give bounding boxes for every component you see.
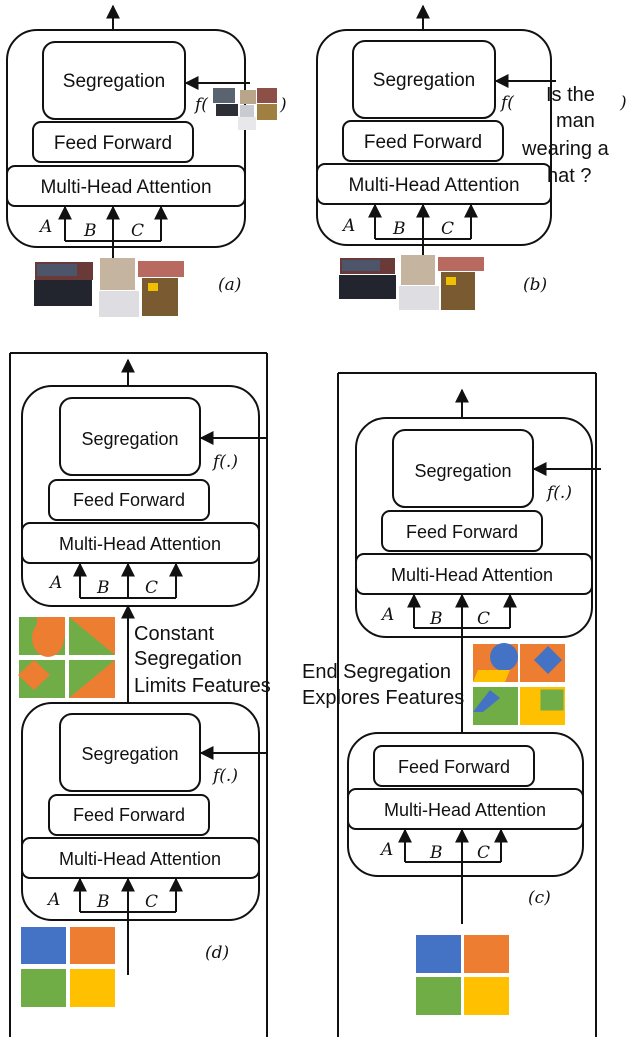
feed-forward-label: Feed Forward [73,490,185,510]
multi-head-attention-label: Multi-Head Attention [391,565,553,585]
label-c: C [477,609,490,629]
question-line-1: Is the [546,84,595,106]
label-b: B [83,221,97,241]
feed-forward-label: Feed Forward [406,522,518,542]
panel-a: Segregation Feed Forward Multi-Head Atte… [6,4,287,317]
lower-block: Feed Forward Multi-Head Attention A B C [347,732,584,877]
segregation-label: Segregation [81,744,178,764]
multi-head-attention-box [21,522,260,564]
multi-head-attention-box [21,837,260,879]
feed-forward-box [373,745,535,787]
label-a: A [341,216,355,236]
question-line-2: man [556,110,595,132]
feed-forward-label: Feed Forward [54,133,172,154]
multi-head-attention-box [6,165,246,207]
function-close: ) [279,95,287,115]
note-line-1: End Segregation [302,661,451,683]
label-a: A [46,890,60,910]
panel-caption: (b) [523,275,547,295]
upper-block: Segregation Feed Forward Multi-Head Atte… [21,385,267,607]
label-a: A [380,605,394,625]
segregation-label: Segregation [63,71,165,92]
upper-block: Segregation Feed Forward Multi-Head Atte… [355,417,601,638]
function-open: f( [193,95,208,115]
image-patches-small [213,88,277,130]
panel-caption: (d) [205,943,229,963]
feed-forward-label: Feed Forward [398,757,510,777]
input-patches [416,935,509,1015]
segregation-label: Segregation [373,70,475,91]
function-label: f(.) [211,452,238,472]
note-line-1: Constant [134,623,214,645]
feed-forward-box [342,120,504,162]
label-c: C [477,843,490,863]
label-b: B [96,892,110,912]
label-a: A [48,573,62,593]
label-c: C [145,578,158,598]
image-patches [339,255,484,310]
panel-caption: (a) [218,275,241,295]
note-line-2: Segregation [134,648,242,670]
lower-block: Segregation Feed Forward Multi-Head Atte… [21,702,267,921]
feed-forward-label: Feed Forward [364,132,482,153]
function-label: f(.) [545,483,572,503]
panel-b: Segregation Feed Forward Multi-Head Atte… [316,4,627,310]
note-line-2: Explores Features [302,687,464,709]
label-b: B [392,219,406,239]
label-a: A [379,840,393,860]
panel-caption: (c) [528,888,551,908]
label-c: C [131,221,144,241]
feed-forward-label: Feed Forward [73,805,185,825]
label-c: C [441,219,454,239]
feed-forward-box [32,121,194,163]
segregated-patches [473,643,565,725]
multi-head-attention-label: Multi-Head Attention [59,849,221,869]
input-patches [21,927,115,1007]
note-line-3: Limits Features [134,675,271,697]
label-a: A [38,217,52,237]
multi-head-attention-label: Multi-Head Attention [40,177,211,198]
feed-forward-box [48,794,210,836]
panel-c: Segregation Feed Forward Multi-Head Atte… [302,372,601,1037]
question-line-3: wearing a [521,138,610,160]
function-label: f(.) [211,766,238,786]
label-b: B [96,578,110,598]
label-b: B [429,609,443,629]
feed-forward-box [48,479,210,521]
multi-head-attention-label: Multi-Head Attention [59,534,221,554]
segregation-label: Segregation [414,461,511,481]
segregation-label: Segregation [81,429,178,449]
function-close: ) [619,93,627,113]
multi-head-attention-box [355,553,593,595]
question-line-4: hat ? [547,165,591,187]
label-b: B [429,843,443,863]
function-open: f( [499,93,514,113]
multi-head-attention-box [316,163,552,205]
multi-head-attention-label: Multi-Head Attention [384,800,546,820]
multi-head-attention-label: Multi-Head Attention [348,175,519,196]
feed-forward-box [381,510,543,552]
label-c: C [145,892,158,912]
segregated-patches [18,617,115,698]
panel-d: Segregation Feed Forward Multi-Head Atte… [9,352,271,1037]
image-patches [34,258,184,317]
